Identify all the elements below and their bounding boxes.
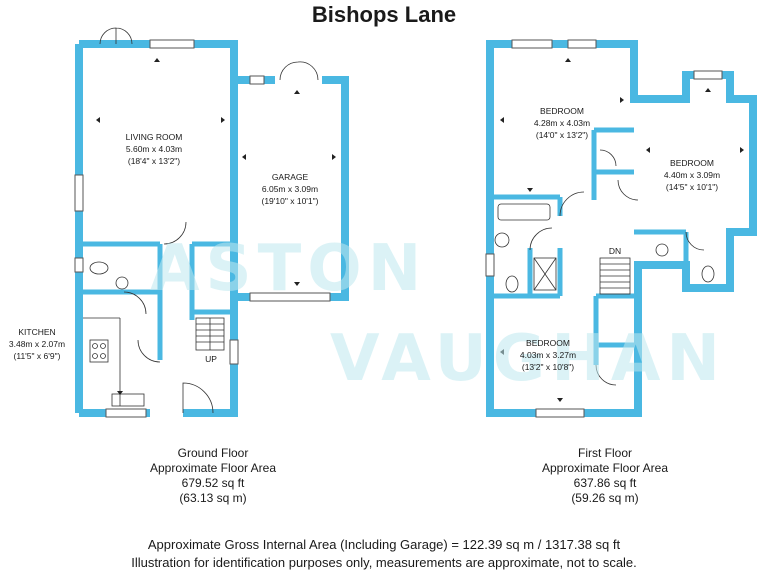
ground-stairs <box>195 317 225 351</box>
gross-area-text: Approximate Gross Internal Area (Includi… <box>147 537 621 552</box>
front-door <box>182 382 214 414</box>
bedroom2-name: BEDROOM <box>670 158 714 168</box>
hob-icon <box>89 339 109 363</box>
kitchen-imperial: (11'5" x 6'9") <box>14 351 61 361</box>
watermark-line2: VAUGHAN <box>330 322 726 396</box>
sink-icon <box>111 393 145 407</box>
ground-floor-name: Ground Floor <box>177 446 249 460</box>
hall-window <box>229 339 239 365</box>
living-room-name: LIVING ROOM <box>126 132 183 142</box>
bedroom3-imperial: (13'2" x 10'8") <box>522 362 574 372</box>
first-floor-sqft: 637.86 sq ft <box>573 476 637 490</box>
bedroom1-window <box>511 39 553 49</box>
french-door <box>99 27 133 45</box>
garage-name: GARAGE <box>272 172 309 182</box>
bath-icon <box>497 203 551 221</box>
living-room-metric: 5.60m x 4.03m <box>126 144 182 154</box>
garage-door <box>249 292 331 302</box>
ground-floor-sqft: 679.52 sq ft <box>181 476 245 490</box>
bedroom1-name: BEDROOM <box>540 106 584 116</box>
garage-metric: 6.05m x 3.09m <box>262 184 318 194</box>
wc-window <box>74 257 84 273</box>
ground-floor-caption: Ground Floor Approximate Floor Area 679.… <box>128 446 298 506</box>
bathroom-basin-icon <box>494 232 510 248</box>
ensuite-basin-icon <box>655 243 669 257</box>
first-floor-stairs <box>599 257 631 295</box>
shower-icon <box>533 257 557 291</box>
garage-window <box>249 75 265 85</box>
bathroom-toilet-icon <box>505 275 519 293</box>
first-floor-name: First Floor <box>578 446 632 460</box>
kitchen-metric: 3.48m x 2.07m <box>9 339 65 349</box>
bedroom3-name: BEDROOM <box>526 338 570 348</box>
wc-basin-icon <box>115 276 129 290</box>
page-title: Bishops Lane <box>311 2 457 27</box>
bedroom3-metric: 4.03m x 3.27m <box>520 350 576 360</box>
bedroom3-window <box>535 408 585 418</box>
disclaimer-text: Illustration for identification purposes… <box>131 555 637 570</box>
bedroom2-window <box>693 70 723 80</box>
garage-imperial: (19'10" x 10'1") <box>261 196 318 206</box>
living-room-imperial: (18'4" x 13'2") <box>128 156 180 166</box>
wc-toilet-icon <box>89 261 109 275</box>
first-outer-wall <box>486 40 757 417</box>
ground-floor-sqm: (63.13 sq m) <box>179 491 247 505</box>
first-floor-area-label: Approximate Floor Area <box>541 461 669 475</box>
garage-side-door <box>279 61 319 81</box>
first-stair-label: DN <box>609 246 621 256</box>
kitchen-name: KITCHEN <box>18 327 55 337</box>
first-floor-sqm: (59.26 sq m) <box>571 491 639 505</box>
bathroom-window <box>485 253 495 277</box>
watermark-line1: ASTON <box>150 232 427 306</box>
first-floor-plan <box>486 40 757 417</box>
bedroom2-imperial: (14'5" x 10'1") <box>666 182 718 192</box>
ground-stair-label: UP <box>205 354 217 364</box>
ensuite-toilet-icon <box>701 265 715 283</box>
first-floor-caption: First Floor Approximate Floor Area 637.8… <box>520 446 690 506</box>
living-side-window <box>74 174 84 212</box>
bedroom1-metric: 4.28m x 4.03m <box>534 118 590 128</box>
living-window <box>149 39 195 49</box>
bedroom1-imperial: (14'0" x 13'2") <box>536 130 588 140</box>
bedroom2-metric: 4.40m x 3.09m <box>664 170 720 180</box>
kitchen-window <box>105 408 147 418</box>
ground-floor-area-label: Approximate Floor Area <box>149 461 277 475</box>
